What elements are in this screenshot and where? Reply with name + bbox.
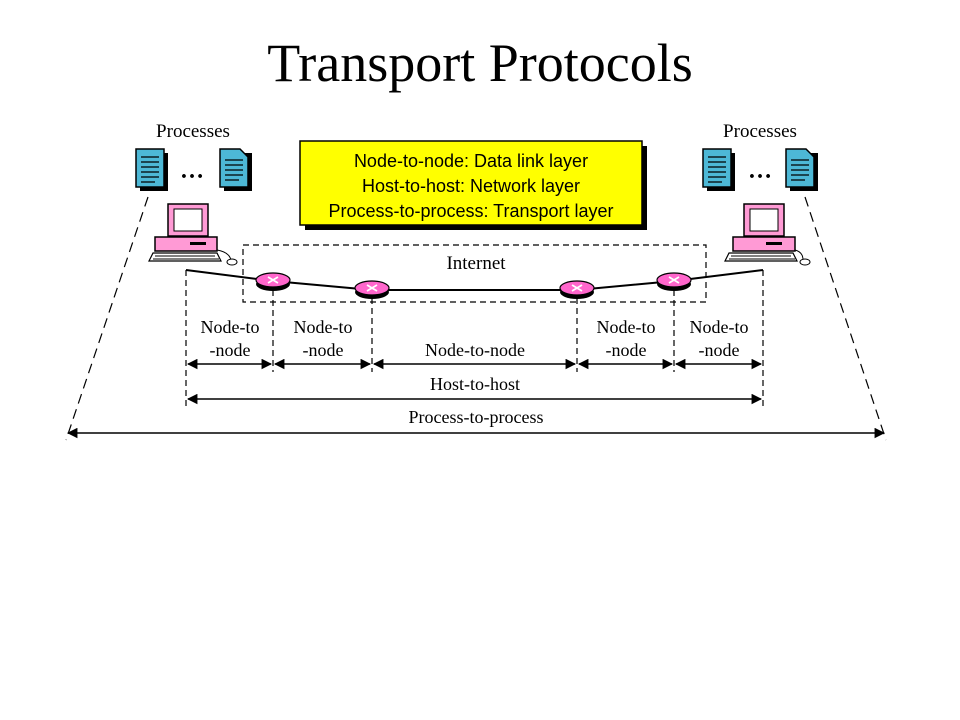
right-processes-label: Processes (723, 121, 797, 142)
segment-2-label-line1: Node-to (294, 317, 353, 337)
process-to-process-label: Process-to-process (409, 407, 544, 427)
internet-label: Internet (446, 253, 506, 274)
internet-boundary (242, 244, 707, 303)
right-process-document-icon-2 (785, 148, 818, 191)
left-process-document-icon-2 (219, 148, 252, 191)
right-process-document-icon (702, 148, 735, 191)
legend-box: Node-to-node: Data link layer Host-to-ho… (299, 140, 647, 230)
router-icon-4 (656, 272, 692, 291)
left-process-document-icon (135, 148, 168, 191)
router-icon-1 (255, 272, 291, 291)
router-icon-3 (559, 280, 595, 299)
segment-5-label-line2: -node (699, 340, 740, 360)
legend-line-2: Host-to-host: Network layer (362, 176, 580, 196)
segment-3-label: Node-to-node (425, 340, 525, 360)
host-to-host-label: Host-to-host (430, 374, 520, 394)
segment-boundaries (185, 270, 764, 408)
page-title: Transport Protocols (267, 33, 693, 93)
router-icon-2 (354, 280, 390, 299)
left-processes-label: Processes (156, 121, 230, 142)
legend-line-1: Node-to-node: Data link layer (354, 151, 588, 171)
segment-4-label-line2: -node (606, 340, 647, 360)
segment-1-label-line2: -node (210, 340, 251, 360)
segment-4-label-line1: Node-to (597, 317, 656, 337)
process-span-boundaries (65, 196, 887, 441)
legend-line-3: Process-to-process: Transport layer (328, 201, 613, 221)
right-ellipsis: … (748, 158, 772, 184)
segment-5-label-line1: Node-to (690, 317, 749, 337)
right-host-computer-icon (724, 203, 811, 266)
segment-2-label-line2: -node (303, 340, 344, 360)
left-host-computer-icon (148, 203, 238, 266)
segment-1-label-line1: Node-to (201, 317, 260, 337)
left-ellipsis: … (180, 158, 204, 184)
